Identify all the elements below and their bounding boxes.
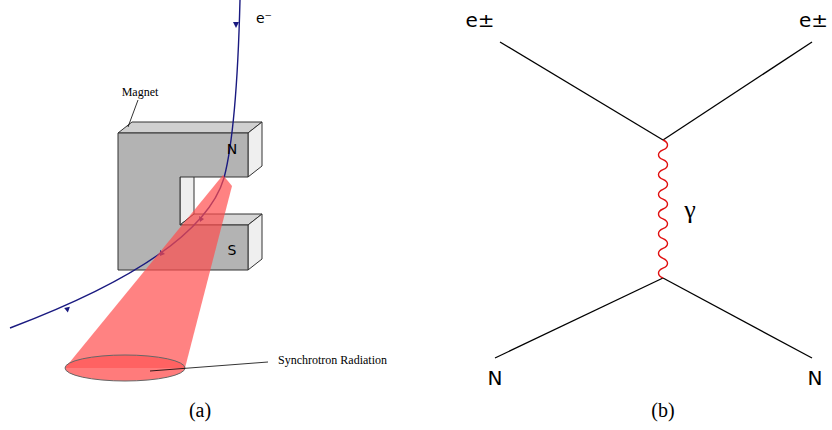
panel-label: (a) xyxy=(189,400,211,420)
radiation-cone xyxy=(65,175,232,368)
radiation-ellipse xyxy=(65,355,185,381)
particle-label: N xyxy=(488,368,503,388)
part-name: Magnet xyxy=(122,86,159,98)
particle-label: e± xyxy=(799,10,828,30)
particle-label: e± xyxy=(465,10,494,30)
photon-propagator xyxy=(659,140,668,278)
pole-label: N xyxy=(227,142,237,156)
particle-label: e⁻ xyxy=(256,11,272,25)
pole-label: S xyxy=(228,243,237,257)
leader-line xyxy=(150,362,268,371)
particle-label: N xyxy=(808,368,823,388)
part-name: Synchrotron Radiation xyxy=(278,354,387,366)
leader-line xyxy=(128,100,138,127)
particle-label: γ xyxy=(684,197,696,223)
panel-label: (b) xyxy=(651,400,674,420)
fermion-lines xyxy=(495,42,812,358)
